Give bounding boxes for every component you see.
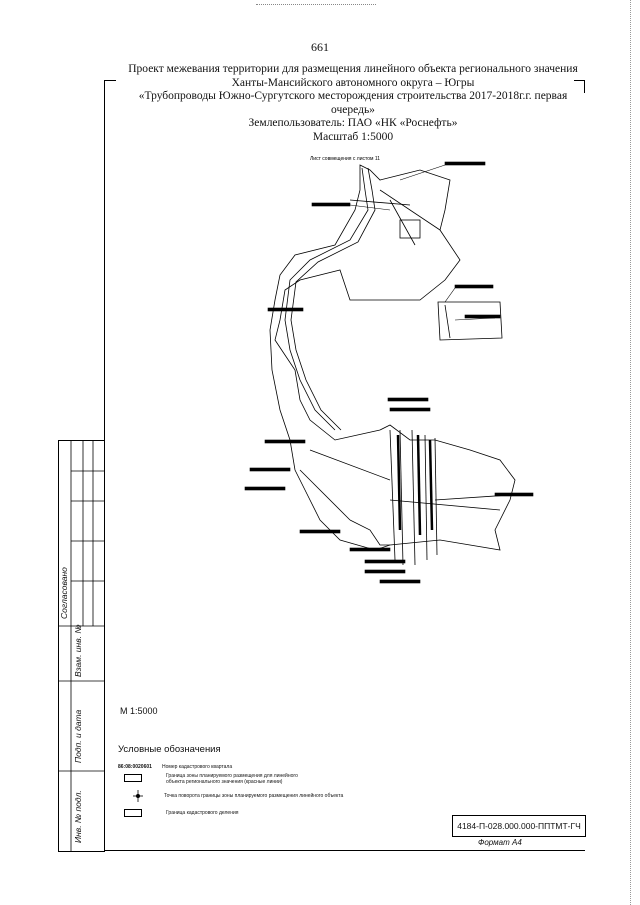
format-label: Формат А4 [478, 838, 522, 847]
turn-point-icon [133, 790, 143, 802]
pipeline-route [399, 429, 404, 566]
sidebar-agreed: Согласовано [59, 567, 69, 619]
cadastral-map: Лист совмещения с листом 11 [244, 156, 534, 584]
parcel-line [389, 199, 416, 246]
legend-text: Граница зоны планируемого размещения для… [166, 773, 298, 785]
legend-title: Условные обозначения [118, 744, 221, 755]
legend-item: Граница зоны планируемого размещения для… [118, 773, 348, 789]
drawing-frame [104, 80, 585, 851]
sidebar-inv-replace: Взам. инв. № [73, 624, 83, 677]
parcel-line [309, 449, 391, 481]
legend: 86:08:0020601 Номер кадастрового квартал… [118, 762, 348, 819]
legend-text: Точка поворота границы зоны планируемого… [164, 793, 344, 799]
legend-item: Граница кадастрового деления [118, 807, 348, 819]
match-line-label: Лист совмещения с листом 11 [310, 156, 380, 162]
pipeline-route [284, 167, 369, 431]
parcel-line [389, 499, 501, 511]
legend-cadastral-box [124, 809, 142, 817]
scale-label: М 1:5000 [120, 706, 158, 716]
header-title: Проект межевания территории для размещен… [128, 63, 578, 75]
legend-item: Точка поворота границы зоны планируемого… [118, 789, 348, 803]
title-block-code: 4184-П-028.000.000-ППТМТ-ГЧ [452, 815, 586, 837]
sidebar-grid [59, 441, 105, 851]
pipeline-route [434, 437, 438, 556]
parcel-line [349, 519, 390, 546]
parcel [399, 219, 421, 239]
document-header: Проект межевания территории для размещен… [118, 63, 588, 144]
legend-quarter-number: 86:08:0020601 [118, 763, 152, 770]
sidebar-inv-orig: Инв. № подл. [73, 790, 83, 843]
header-object: «Трубопроводы Южно-Сургутского месторожд… [138, 90, 568, 102]
pipeline-route [411, 429, 416, 566]
header-region: Ханты-Мансийского автономного округа – Ю… [231, 76, 475, 89]
header-scale: Масштаб 1:5000 [312, 130, 394, 143]
frame-corner [104, 80, 116, 81]
frame-corner [574, 80, 585, 93]
header-landuser: Землепользователь: ПАО «НК «Роснефть» [248, 117, 458, 129]
zone-boundary [269, 164, 516, 551]
parcel-line [299, 469, 351, 521]
scan-artifact [630, 0, 632, 905]
pipeline-route [424, 434, 428, 561]
parcel-line [379, 189, 441, 231]
isolated-parcel [437, 301, 503, 341]
scan-artifact [256, 4, 376, 11]
legend-text: Номер кадастрового квартала [162, 763, 233, 770]
legend-text: Граница кадастрового деления [166, 810, 239, 816]
legend-boundary-box [124, 774, 142, 782]
legend-item: 86:08:0020601 Номер кадастрового квартал… [118, 762, 348, 771]
parcel-line [349, 199, 411, 206]
approval-sidebar: Согласовано Взам. инв. № Подп. и дата Ин… [58, 440, 105, 852]
header-object-cont: очередь» [331, 103, 375, 116]
pipeline-route [389, 429, 396, 561]
pipeline-route [444, 304, 451, 339]
page-number: 661 [311, 40, 329, 54]
sidebar-sign-date: Подп. и дата [73, 709, 83, 763]
pipeline-route [290, 167, 376, 431]
